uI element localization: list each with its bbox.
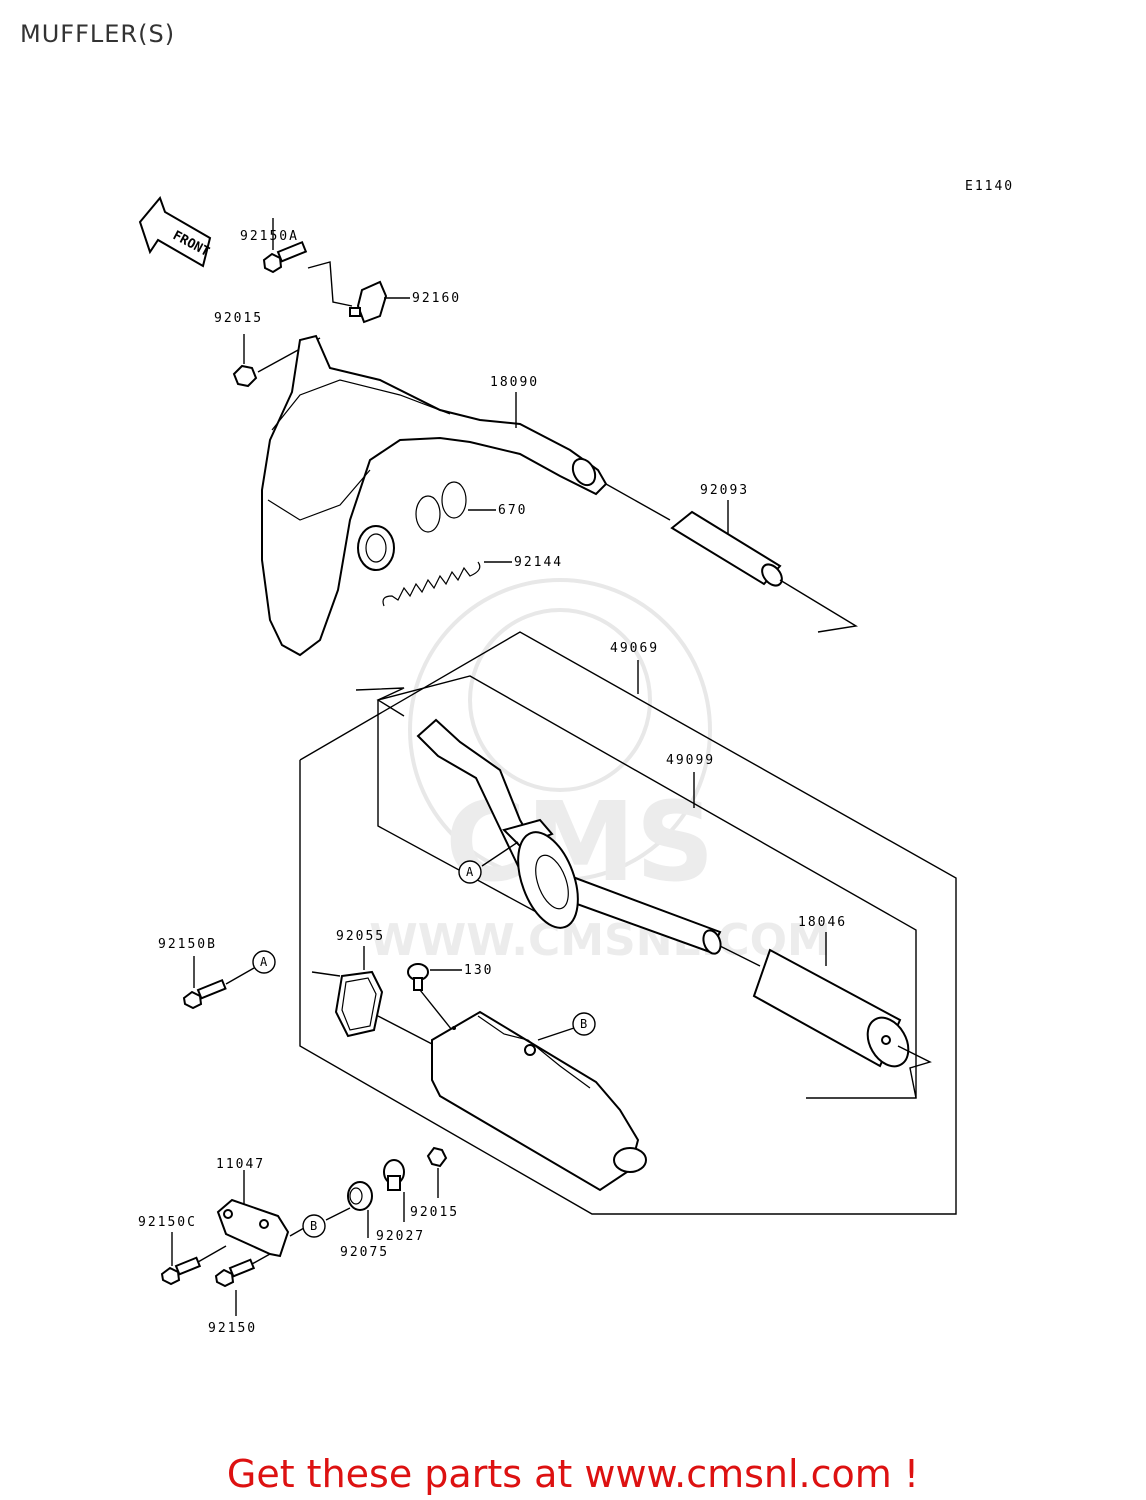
- part-label-92093: 92093: [700, 483, 749, 498]
- bolt-92150b-icon: [182, 978, 227, 1010]
- silencer-core-18046-icon: [752, 948, 910, 1068]
- nut-92015-bottom-icon: [426, 1146, 448, 1168]
- svg-text:B: B: [580, 1017, 587, 1031]
- part-label-130: 130: [464, 963, 493, 978]
- header-pipe-49099-icon: [416, 718, 722, 955]
- spring-92144-icon: [382, 561, 481, 607]
- o-rings-670-icon: [415, 481, 467, 533]
- callout-a-lower: A: [252, 950, 276, 974]
- bolt-92150c-icon: [160, 1256, 202, 1286]
- part-label-49099: 49099: [666, 753, 715, 768]
- page-title: MUFFLER(S): [20, 20, 176, 48]
- part-label-92015-top: 92015: [214, 311, 263, 326]
- bolt-92150-icon: [214, 1258, 256, 1288]
- collar-92027-icon: [383, 1159, 405, 1191]
- part-label-92150a: 92150A: [240, 229, 299, 244]
- svg-text:A: A: [260, 955, 268, 969]
- callout-b-lower: B: [302, 1214, 326, 1238]
- callout-b-upper: B: [572, 1012, 596, 1036]
- svg-text:B: B: [310, 1219, 317, 1233]
- grommet-92075-icon: [347, 1181, 373, 1211]
- nut-92015-top-icon: [232, 364, 258, 388]
- footer-cta-link[interactable]: Get these parts at www.cmsnl.com !: [226, 1452, 920, 1496]
- part-label-92075: 92075: [340, 1245, 389, 1260]
- silencer-body-icon: [431, 1010, 647, 1192]
- part-label-92015-bottom: 92015: [410, 1205, 459, 1220]
- part-label-92027: 92027: [376, 1229, 425, 1244]
- part-label-92150c: 92150C: [138, 1215, 197, 1230]
- diagram-code: E1140: [965, 179, 1014, 194]
- part-label-18046: 18046: [798, 915, 847, 930]
- mount-plate-11047-icon: [216, 1198, 290, 1258]
- part-label-11047: 11047: [216, 1157, 265, 1172]
- part-label-670: 670: [498, 503, 527, 518]
- part-label-92160: 92160: [412, 291, 461, 306]
- part-label-49069: 49069: [610, 641, 659, 656]
- part-label-92150: 92150: [208, 1321, 257, 1336]
- gasket-92055-icon: [334, 970, 384, 1038]
- pipe-92093-icon: [670, 510, 783, 587]
- part-label-92144: 92144: [514, 555, 563, 570]
- front-arrow-icon: FRONT: [138, 196, 212, 268]
- part-label-92150b: 92150B: [158, 937, 217, 952]
- expansion-chamber-18090-icon: [261, 334, 608, 657]
- screw-130-icon: [407, 963, 429, 991]
- callout-a-upper: A: [458, 860, 482, 884]
- svg-text:A: A: [466, 865, 474, 879]
- watermark-url: WWW.CMSNL.COM: [369, 915, 831, 966]
- part-label-18090: 18090: [490, 375, 539, 390]
- bolt-92150a-icon: [262, 240, 308, 274]
- bracket-92160-icon: [349, 280, 388, 324]
- part-label-92055: 92055: [336, 929, 385, 944]
